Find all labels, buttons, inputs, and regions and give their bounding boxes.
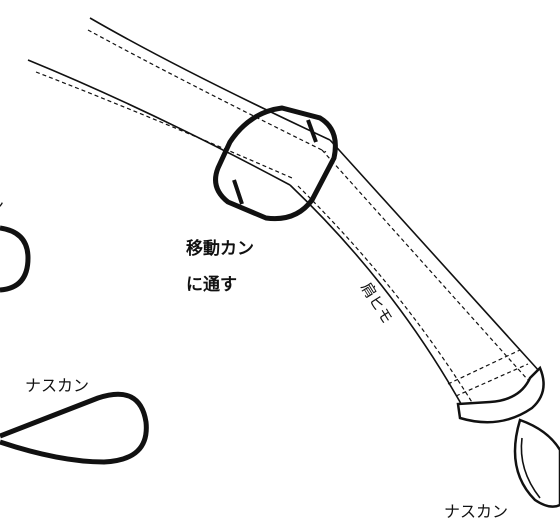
strap-end-cap (456, 365, 545, 424)
strap-lower-edge-top (329, 139, 541, 373)
strap-lower-stitch-top (321, 149, 529, 381)
moving-ring-bar-bottom (232, 179, 244, 205)
snap-hook-partial-label: ン (0, 192, 4, 216)
strap-upper-stitch-top (87, 29, 327, 153)
strap-upper-edge-top (89, 17, 331, 141)
strap-lower-stitch-bottom (297, 185, 479, 413)
snap-hook-left (0, 391, 149, 465)
strap-upper-stitch-bottom (35, 71, 293, 179)
moving-ring-label-line2: に通す (186, 275, 237, 295)
strap-lower-edge-bottom (289, 184, 471, 421)
snap-hook-right (513, 418, 560, 508)
moving-ring-bar-top (306, 119, 318, 143)
strap-end-stitch-2 (455, 363, 529, 397)
moving-ring-label-line1: 移動カン (186, 239, 254, 259)
moving-ring (213, 105, 338, 222)
snap-hook-partial-left (0, 225, 31, 293)
snap-hook-left-label: ナスカン (25, 376, 90, 395)
snap-hook-right-gate (520, 437, 541, 499)
strap-end-stitch-1 (447, 349, 521, 385)
strap-upper-edge-bottom (27, 59, 291, 186)
snap-hook-bottom-label: ナスカン (444, 502, 509, 521)
